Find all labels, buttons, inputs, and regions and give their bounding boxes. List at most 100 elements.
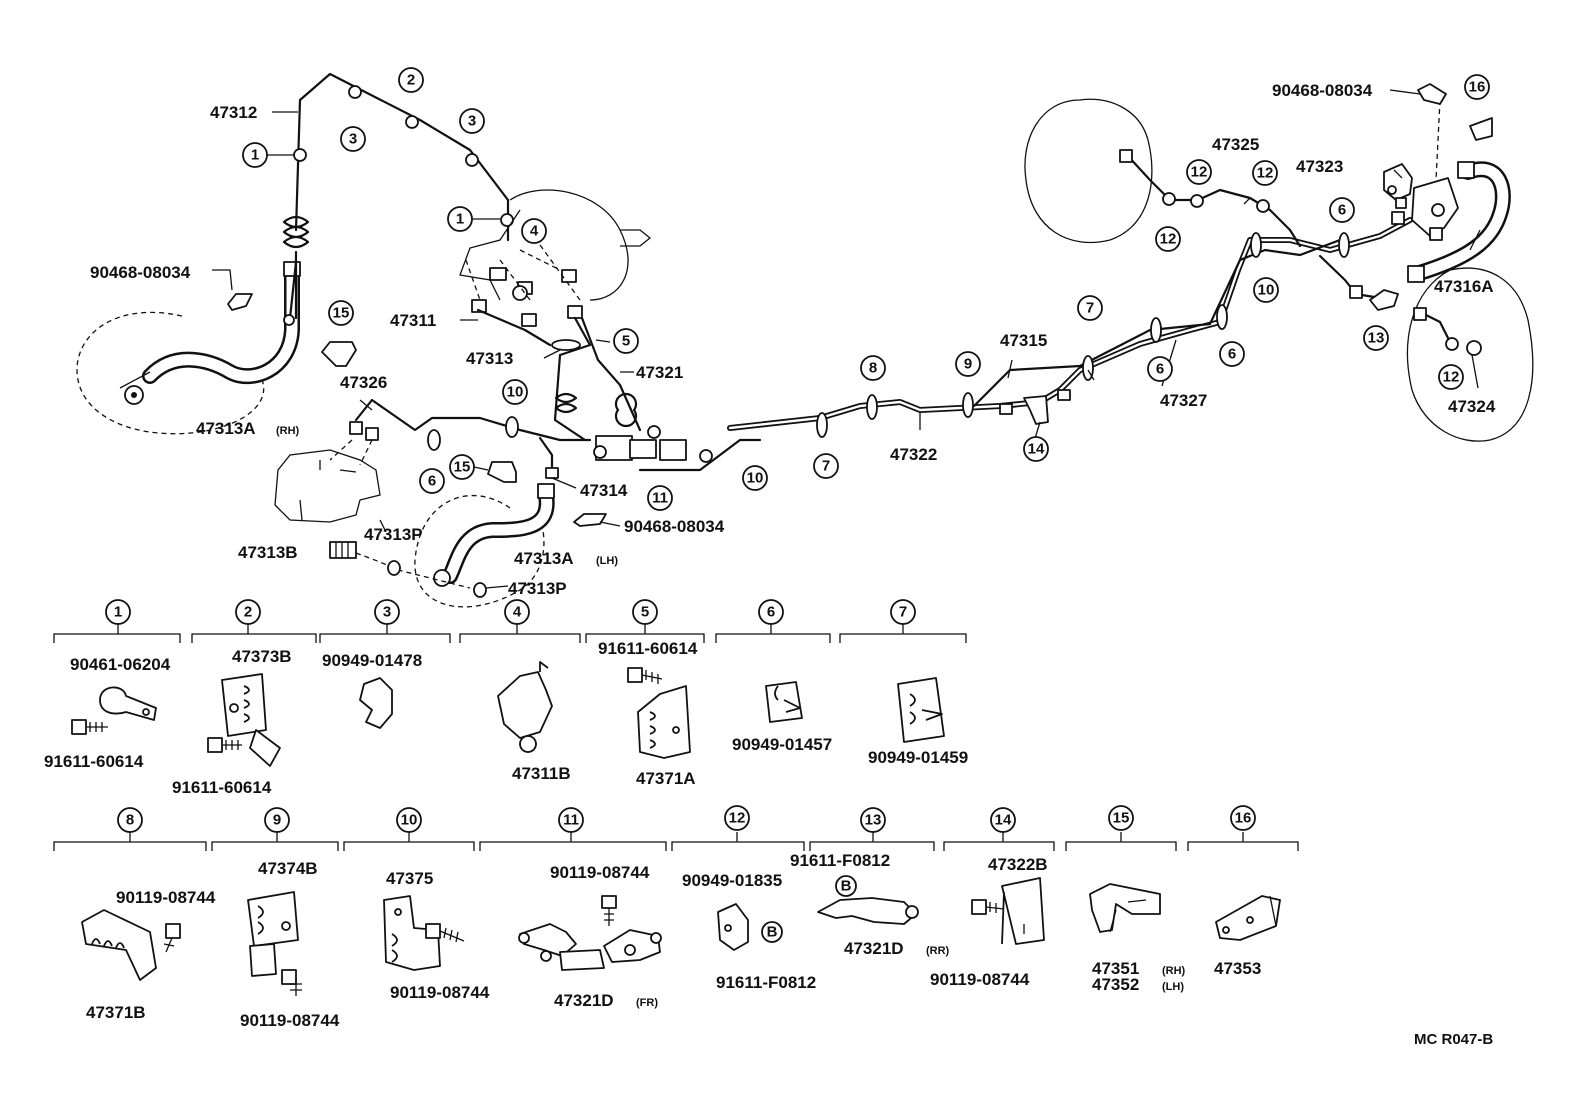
tube-47321 (580, 316, 642, 432)
legend-13-part-b: 47321D (844, 939, 904, 958)
b-marker-13: B (835, 875, 857, 897)
callout-1-b: 1 (447, 206, 473, 232)
svg-text:16: 16 (1469, 79, 1486, 96)
legend-11-part-a: 90119-08744 (550, 863, 650, 882)
legend-callout-16: 16 (1230, 805, 1256, 831)
callout-10-c: 10 (1253, 277, 1279, 303)
legend-13-part-a: 91611-F0812 (790, 851, 890, 870)
callout-6-a: 6 (419, 468, 445, 494)
valve-fittings (349, 421, 379, 441)
callout-4-a: 4 (521, 218, 547, 244)
callout-3-b: 3 (459, 108, 485, 134)
svg-text:1: 1 (456, 211, 464, 228)
bracket-47322B (1001, 877, 1045, 945)
label-90468-a: 90468-08034 (90, 263, 191, 282)
tube-47311 (476, 308, 552, 347)
callout-15-b: 15 (449, 454, 475, 480)
legend-callout-11: 11 (558, 807, 584, 833)
svg-text:12: 12 (1443, 369, 1460, 386)
legend-4-part-a: 47311B (512, 764, 571, 783)
svg-text:2: 2 (244, 604, 252, 621)
callout-6-c: 6 (1219, 341, 1245, 367)
legend-15-part-b: 47352 (1092, 975, 1139, 994)
bolt-icon (207, 737, 242, 753)
callout-13-a: 13 (1363, 325, 1389, 351)
clamp-90461 (99, 686, 157, 721)
coil-47321 (614, 392, 638, 428)
svg-text:10: 10 (507, 384, 524, 401)
callout-3-a: 3 (340, 126, 366, 152)
legend-callout-8: 8 (117, 807, 143, 833)
svg-text:6: 6 (428, 473, 436, 490)
label-47313A-rh: 47313A (196, 419, 256, 438)
svg-text:8: 8 (869, 360, 877, 377)
label-rh-a: (RH) (276, 425, 300, 437)
coil-47313 (554, 392, 578, 414)
svg-text:3: 3 (468, 113, 476, 130)
svg-text:14: 14 (1028, 441, 1045, 458)
callout-8-a: 8 (860, 355, 886, 381)
label-47313B: 47313B (238, 543, 298, 562)
bolt-icon (971, 899, 1005, 915)
legend-13-rr: (RR) (926, 945, 950, 957)
rear-lh-wheel-outline (1406, 267, 1534, 442)
legend-callout-15: 15 (1108, 805, 1134, 831)
label-47313: 47313 (466, 349, 513, 368)
svg-text:6: 6 (767, 604, 775, 621)
label-47325: 47325 (1212, 135, 1259, 154)
legend-1-part-a: 90461-06204 (70, 655, 171, 674)
booster-outline (459, 189, 629, 301)
bolt-icon (281, 969, 302, 996)
legend-9-part-b: 90119-08744 (240, 1011, 340, 1030)
junction-47321D-rr (817, 897, 917, 925)
clip-90949-01478 (359, 677, 393, 729)
svg-text:12: 12 (1191, 164, 1208, 181)
svg-text:6: 6 (1156, 361, 1164, 378)
gasket (473, 582, 487, 598)
svg-text:B: B (841, 878, 852, 895)
legend-15-rh: (RH) (1162, 965, 1186, 977)
legend-callout-2: 2 (235, 599, 261, 625)
label-47314: 47314 (580, 481, 628, 500)
upper-assembly: 47312 90468-08034 47313A (RH) 47311 4731… (76, 67, 1534, 608)
svg-text:2: 2 (407, 72, 415, 89)
clamp-47371A (637, 685, 691, 759)
callout-6-d: 6 (1329, 197, 1355, 223)
legend-5-part-a: 91611-60614 (598, 639, 698, 658)
label-47313P-a: 47313P (364, 525, 423, 544)
callout-16-a: 16 (1464, 74, 1490, 100)
tube-47315 (972, 238, 1342, 408)
callout-10-b: 10 (742, 465, 768, 491)
label-90468-c: 90468-08034 (1272, 81, 1373, 100)
coil-left (282, 215, 310, 249)
legend-9-part-a: 47374B (258, 859, 318, 878)
legend-12-part-b: 91611-F0812 (716, 973, 816, 992)
label-47326: 47326 (340, 373, 387, 392)
legend-8-part-a: 90119-08744 (116, 888, 216, 907)
clip-15-lh (487, 461, 517, 483)
svg-text:3: 3 (383, 604, 391, 621)
bolt-icon (163, 923, 181, 953)
clip-90949-01459 (897, 677, 945, 743)
bolt-icon (627, 667, 663, 684)
clip-13 (1369, 289, 1399, 311)
label-47322: 47322 (890, 445, 937, 464)
legend-1-part-b: 91611-60614 (44, 752, 144, 771)
svg-text:10: 10 (747, 470, 764, 487)
legend-callout-7: 7 (890, 599, 916, 625)
clip-90468-rear (1417, 83, 1447, 105)
gasket (387, 560, 401, 576)
svg-text:7: 7 (1086, 300, 1094, 317)
callout-7-a: 7 (813, 453, 839, 479)
legend-callout-3: 3 (374, 599, 400, 625)
svg-text:10: 10 (401, 812, 418, 829)
rear-junction-47323 (1383, 163, 1459, 241)
diagram-code: MC R047-B (1414, 1031, 1493, 1048)
legend-15-part-a: 47351 (1092, 959, 1139, 978)
legend-15-lh: (LH) (1162, 981, 1184, 993)
bolt-icon (601, 895, 617, 926)
legend-6-part-a: 90949-01457 (732, 735, 832, 754)
legend-7-part-a: 90949-01459 (868, 748, 968, 767)
svg-text:5: 5 (641, 604, 649, 621)
